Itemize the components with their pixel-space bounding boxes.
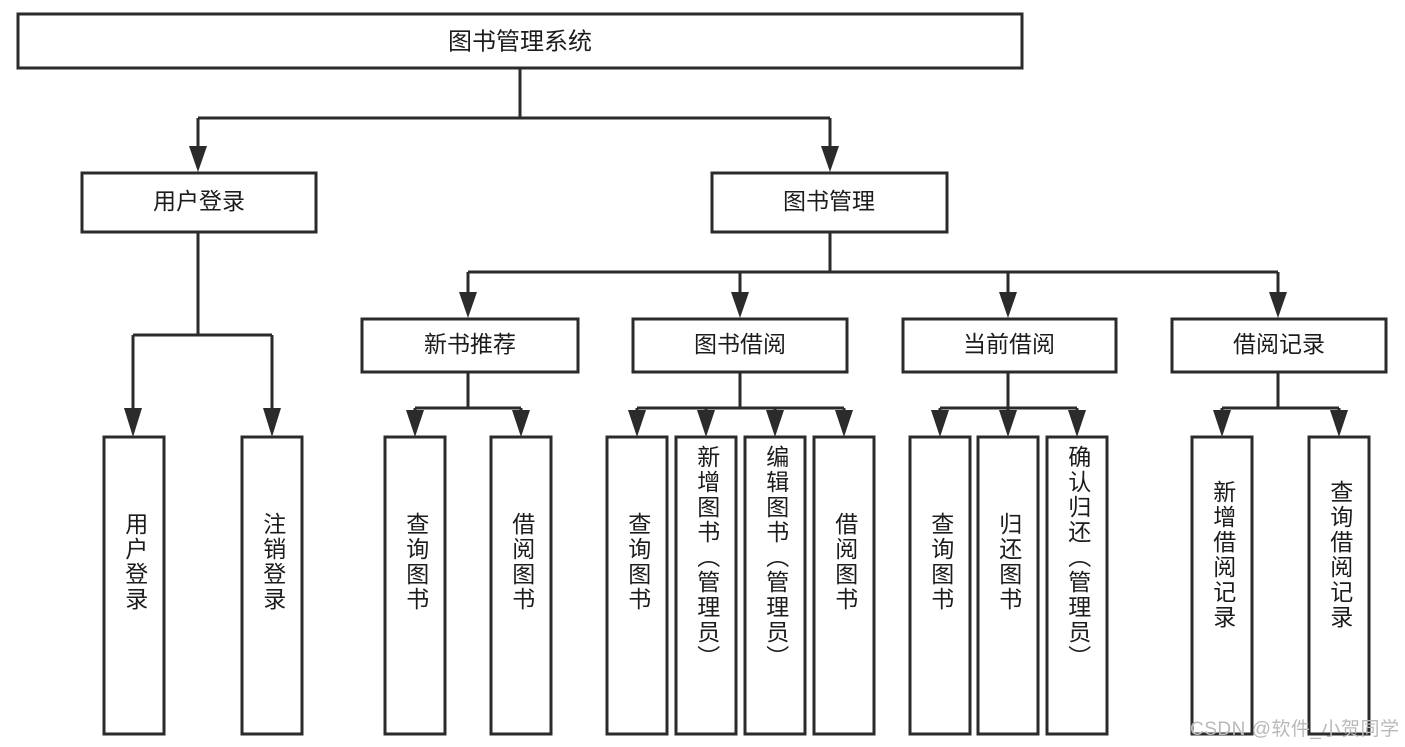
node-current-borrow[interactable]: 当前借阅 bbox=[901, 317, 1118, 374]
arrow-head-leaf-borrow-book-1 bbox=[512, 410, 530, 437]
leaf-box-add-book-admin[interactable] bbox=[674, 435, 738, 736]
arrow-head-leaf-query-borrow-record bbox=[1330, 410, 1348, 437]
node-new-book-recommend-box[interactable] bbox=[360, 317, 580, 374]
node-user-login[interactable]: 用户登录 bbox=[80, 171, 318, 234]
connector-group bbox=[124, 68, 1348, 437]
leaf-box-return-book[interactable] bbox=[976, 435, 1040, 736]
arrow-head-leaf-query-book-1 bbox=[406, 410, 424, 437]
arrow-head-current-borrow bbox=[999, 292, 1017, 318]
arrow-head-leaf-add-book-admin bbox=[697, 410, 715, 437]
leaf-boxes bbox=[102, 435, 1371, 736]
node-root-box[interactable] bbox=[16, 12, 1024, 70]
arrow-head-book-borrow bbox=[731, 292, 749, 318]
leaf-box-confirm-return-admin[interactable] bbox=[1045, 435, 1109, 736]
node-new-book-recommend-label: 新书推荐 bbox=[424, 331, 516, 357]
leaf-box-query-book-1[interactable] bbox=[383, 435, 447, 736]
node-book-borrow-label: 图书借阅 bbox=[694, 331, 786, 357]
node-root-label: 图书管理系统 bbox=[448, 28, 592, 55]
leaf-box-borrow-book-1[interactable] bbox=[489, 435, 553, 736]
leaf-box-add-borrow-record[interactable] bbox=[1190, 435, 1254, 736]
arrow-head-leaf-confirm-return-admin bbox=[1068, 410, 1086, 437]
leaf-box-query-borrow-record[interactable] bbox=[1307, 435, 1371, 736]
node-book-management[interactable]: 图书管理 bbox=[710, 171, 949, 234]
node-book-management-box[interactable] bbox=[710, 171, 949, 234]
arrow-head-leaf-query-book-3 bbox=[931, 410, 949, 437]
arrow-head-new-book-recommend bbox=[459, 292, 477, 318]
node-book-borrow[interactable]: 图书借阅 bbox=[631, 317, 849, 374]
node-user-login-label: 用户登录 bbox=[153, 188, 245, 214]
csdn-watermark: CSDN @软件_小贺同学 bbox=[1190, 719, 1400, 740]
leaf-box-query-book-2[interactable] bbox=[605, 435, 669, 736]
node-borrow-record-box[interactable] bbox=[1170, 317, 1388, 374]
arrow-head-leaf-user-login bbox=[124, 408, 142, 437]
node-current-borrow-label: 当前借阅 bbox=[963, 331, 1055, 357]
arrow-head-leaf-query-book-2 bbox=[628, 410, 646, 437]
leaf-box-user-login[interactable] bbox=[102, 435, 166, 736]
arrow-head-leaf-edit-book-admin bbox=[766, 410, 784, 437]
node-book-borrow-box[interactable] bbox=[631, 317, 849, 374]
node-borrow-record-label: 借阅记录 bbox=[1233, 331, 1325, 357]
arrow-head-book-management bbox=[821, 146, 839, 172]
node-new-book-recommend[interactable]: 新书推荐 bbox=[360, 317, 580, 374]
leaf-box-edit-book-admin[interactable] bbox=[743, 435, 807, 736]
node-borrow-record[interactable]: 借阅记录 bbox=[1170, 317, 1388, 374]
arrow-head-leaf-logout-login bbox=[263, 408, 281, 437]
arrow-head-leaf-add-borrow-record bbox=[1213, 410, 1231, 437]
arrow-head-user-login bbox=[189, 146, 207, 172]
leaf-box-borrow-book-2[interactable] bbox=[812, 435, 876, 736]
leaf-box-query-book-3[interactable] bbox=[908, 435, 972, 736]
node-current-borrow-box[interactable] bbox=[901, 317, 1118, 374]
leaf-box-logout-login[interactable] bbox=[240, 435, 304, 736]
node-root[interactable]: 图书管理系统 bbox=[16, 12, 1024, 70]
arrow-head-borrow-record bbox=[1269, 292, 1287, 318]
arrow-head-leaf-return-book bbox=[999, 410, 1017, 437]
arrow-head-leaf-borrow-book-2 bbox=[835, 410, 853, 437]
node-user-login-box[interactable] bbox=[80, 171, 318, 234]
node-book-management-label: 图书管理 bbox=[783, 188, 875, 214]
